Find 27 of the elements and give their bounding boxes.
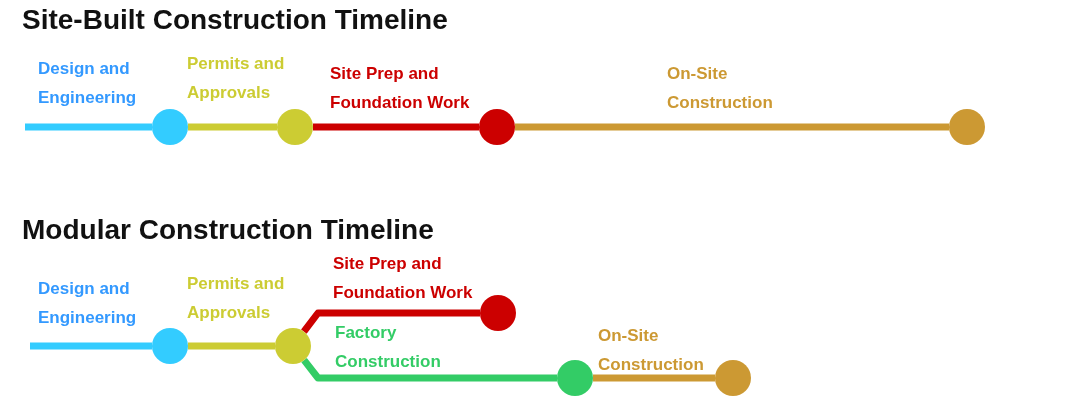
milestone-circle bbox=[480, 295, 516, 331]
timeline-line bbox=[301, 309, 480, 334]
timeline-line bbox=[313, 123, 479, 131]
timeline-line bbox=[593, 374, 715, 382]
edge-label: Factory Construction bbox=[335, 322, 442, 373]
timeline-line bbox=[301, 358, 557, 382]
milestone-circle bbox=[479, 109, 515, 145]
milestone-circle bbox=[949, 109, 985, 145]
edge-label: On-Site Construction bbox=[598, 325, 705, 376]
timeline-title: Modular Construction Timeline bbox=[22, 213, 434, 247]
milestone-circle bbox=[715, 360, 751, 396]
milestone-circle bbox=[152, 109, 188, 145]
edge-label: On-Site Construction bbox=[667, 63, 774, 114]
edge-label: Permits and Approvals bbox=[187, 273, 286, 324]
edge-label: Permits and Approvals bbox=[187, 53, 286, 104]
timeline-line bbox=[515, 123, 949, 131]
milestone-circle bbox=[275, 328, 311, 364]
edge-label: Design and Engineering bbox=[38, 278, 138, 329]
edge-label: Site Prep and Foundation Work bbox=[333, 253, 474, 304]
timeline-line bbox=[188, 123, 277, 131]
edge-label: Design and Engineering bbox=[38, 58, 138, 109]
milestone-circle bbox=[557, 360, 593, 396]
milestone-circle bbox=[277, 109, 313, 145]
milestone-circle bbox=[152, 328, 188, 364]
edge-label: Site Prep and Foundation Work bbox=[330, 63, 471, 114]
timeline-title: Site-Built Construction Timeline bbox=[22, 3, 448, 37]
timeline-line bbox=[188, 342, 275, 350]
